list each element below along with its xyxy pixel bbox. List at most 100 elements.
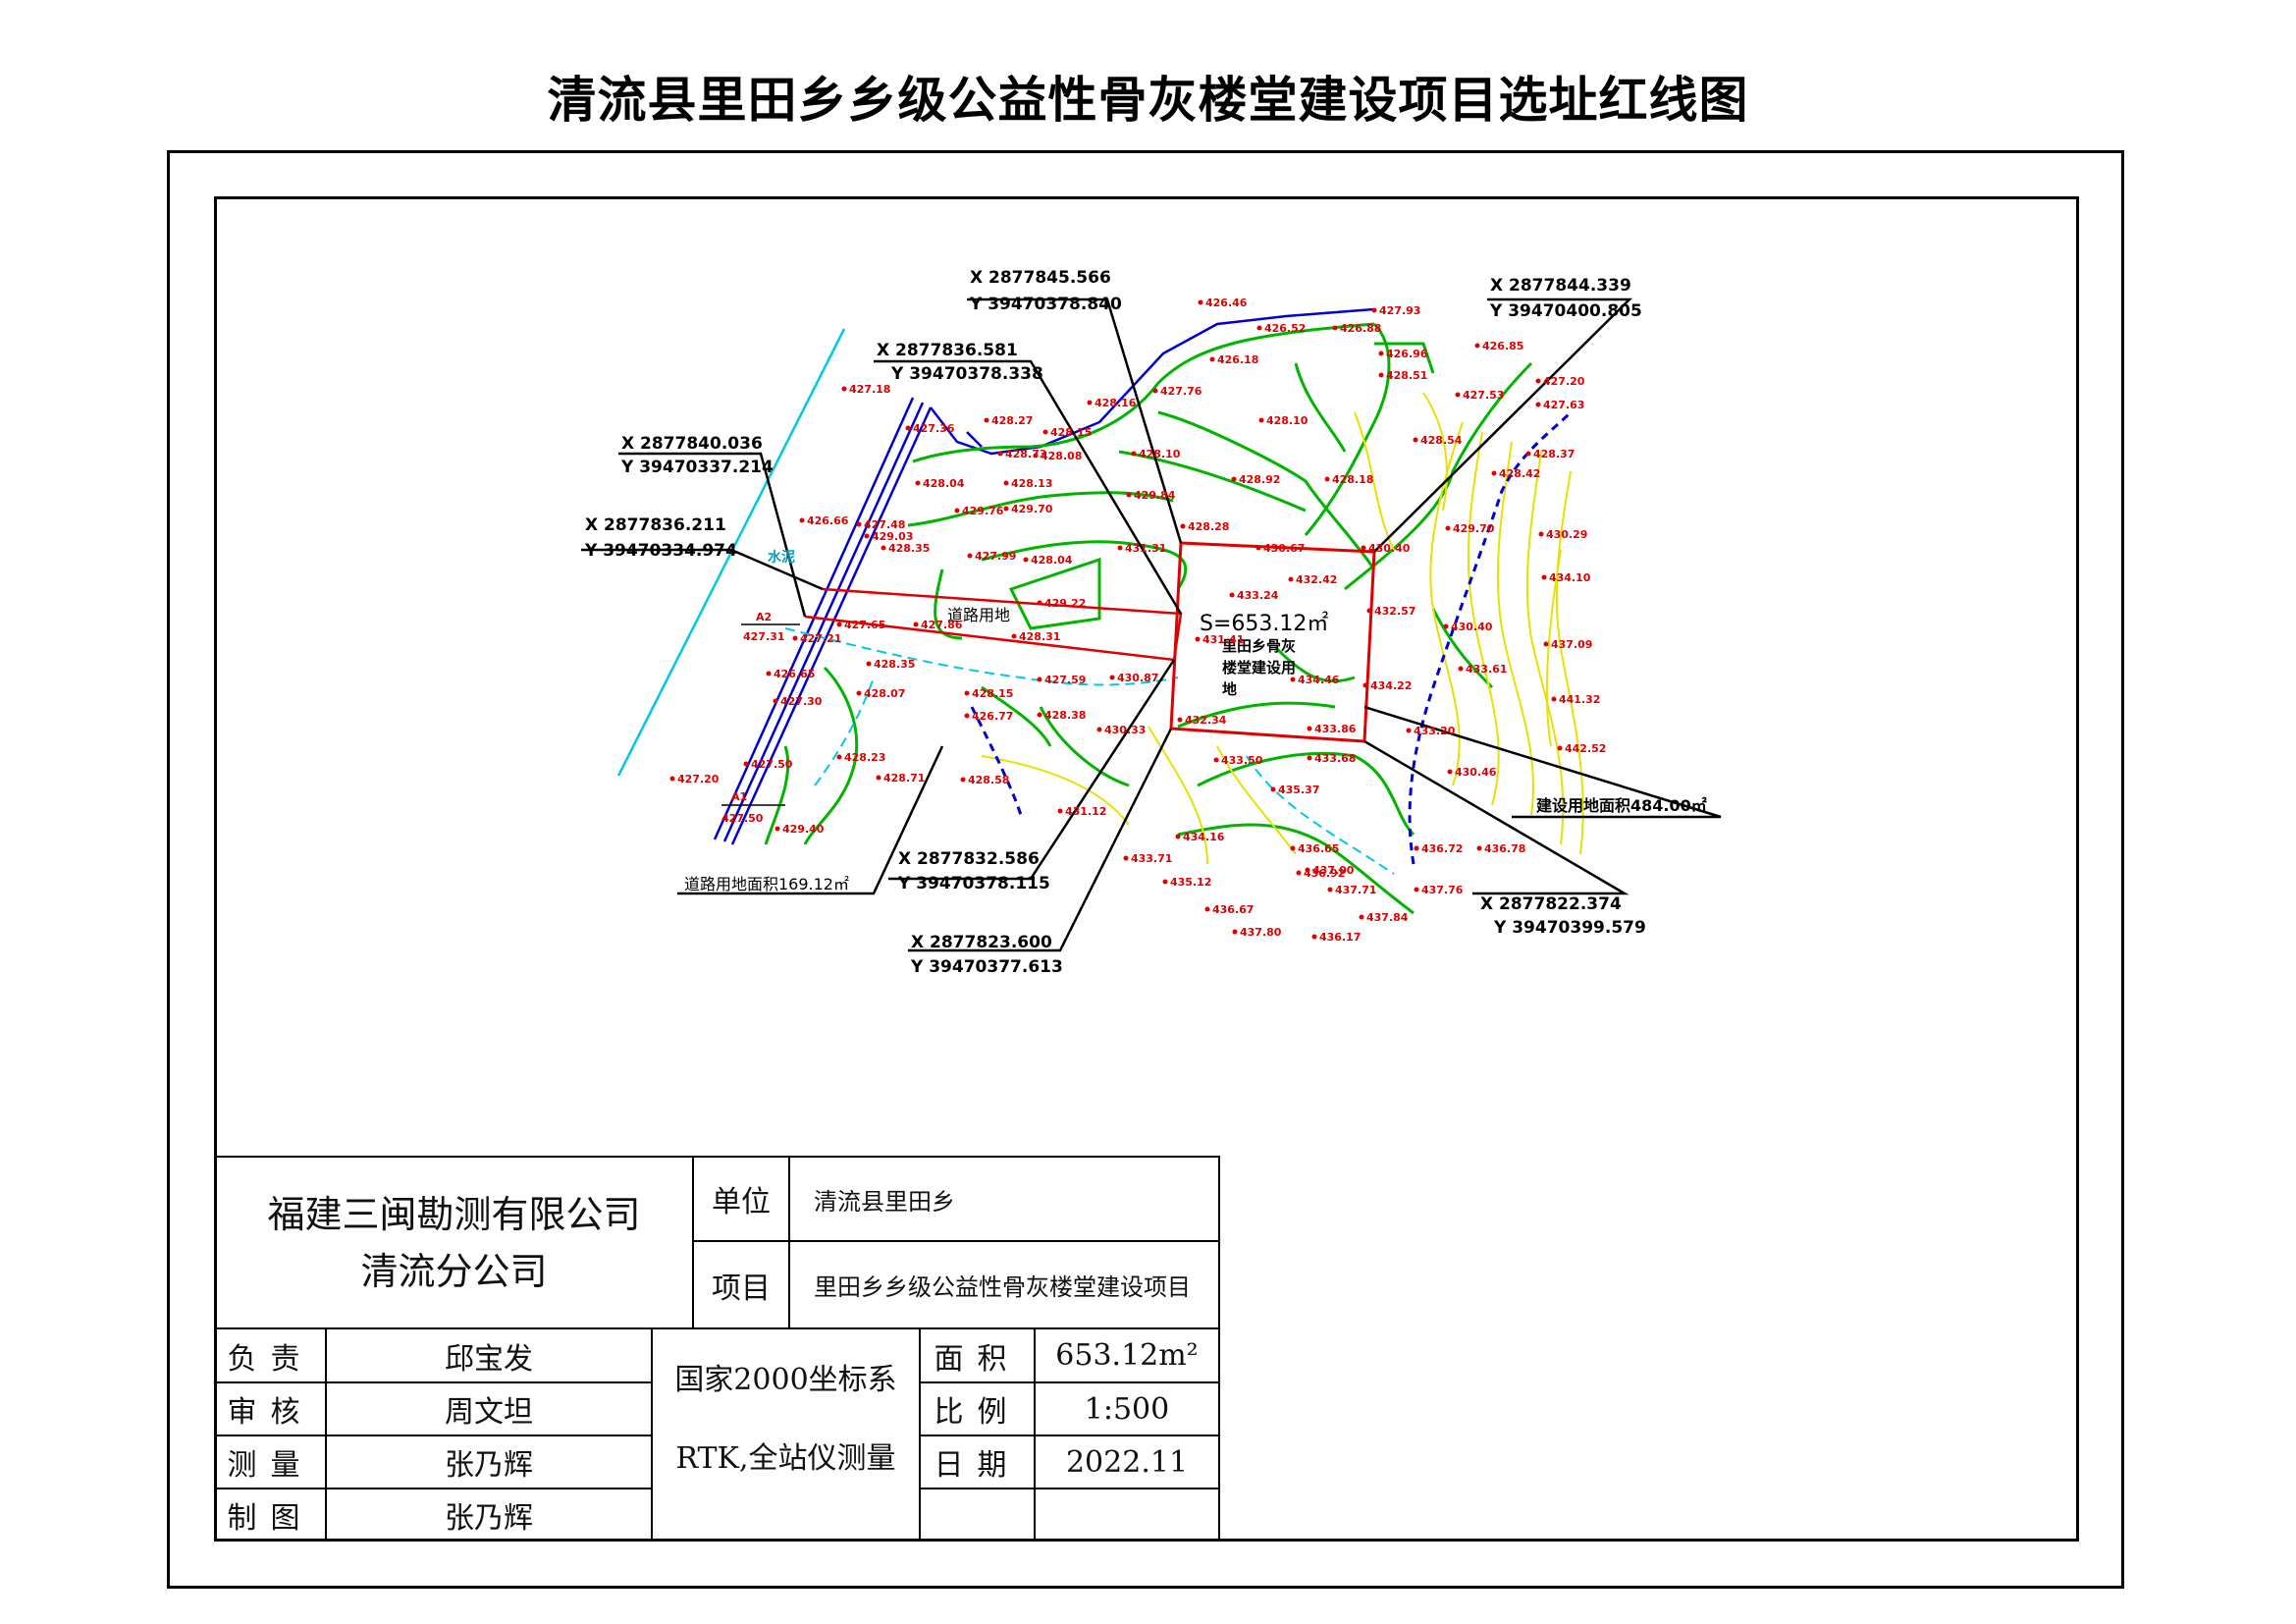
elevation-point-marker bbox=[1213, 757, 1219, 763]
role-label: 制图 bbox=[227, 1500, 314, 1536]
elevation-label: 433.50 bbox=[1221, 754, 1263, 767]
coord-label-x: X 2877836.581 bbox=[877, 341, 1018, 360]
elevation-label: 437.00 bbox=[1312, 864, 1355, 877]
elevation-label: 437.76 bbox=[1421, 884, 1464, 896]
elevation-label: 432.57 bbox=[1374, 605, 1415, 618]
elevation-point-marker bbox=[1180, 523, 1186, 529]
green-contours bbox=[764, 322, 1533, 915]
elevation-point-marker bbox=[1371, 307, 1377, 313]
road-area-label: 道路用地面积169.12㎡ bbox=[684, 875, 849, 893]
road-land-label: 道路用地 bbox=[947, 606, 1010, 624]
role-name: 周文坦 bbox=[445, 1395, 533, 1430]
elevation-label: 429.03 bbox=[872, 530, 913, 543]
elevation-label: 428.35 bbox=[874, 658, 915, 671]
elevation-label: 434.16 bbox=[1183, 831, 1225, 843]
coord-label-x: X 2877840.036 bbox=[621, 434, 763, 454]
coordinate-system: 国家2000坐标系 bbox=[674, 1363, 897, 1397]
elevation-point-marker bbox=[1255, 545, 1261, 551]
elevation-label: 430.40 bbox=[1368, 542, 1411, 555]
elevation-label: 426.46 bbox=[1205, 297, 1248, 309]
elevation-point-marker bbox=[773, 698, 778, 704]
elevation-label: 436.65 bbox=[1298, 842, 1339, 855]
site-label-line: 楼堂建设用 bbox=[1222, 659, 1296, 677]
elevation-label: 436.78 bbox=[1484, 842, 1525, 855]
elevation-label: 431.12 bbox=[1065, 805, 1106, 818]
elevation-point-marker bbox=[1543, 641, 1549, 647]
elevation-label: 428.07 bbox=[864, 687, 905, 700]
role-name: 邱宝发 bbox=[445, 1341, 533, 1377]
elevation-point-marker bbox=[913, 622, 919, 627]
site-label-line: 地 bbox=[1222, 680, 1237, 698]
area-value: 653.12m² bbox=[1055, 1338, 1199, 1373]
elevation-point-marker bbox=[1087, 400, 1093, 406]
elevation-label: 429.76 bbox=[962, 505, 1004, 517]
coord-label-y: Y 39470400.805 bbox=[1489, 301, 1642, 321]
elevation-point-marker bbox=[984, 417, 989, 423]
scale-label: 比例 bbox=[934, 1395, 1021, 1430]
project-value: 里田乡乡级公益性骨灰楼堂建设项目 bbox=[814, 1273, 1191, 1301]
elevation-point-marker bbox=[1458, 666, 1464, 672]
point-a2: A2 bbox=[756, 611, 772, 623]
coord-label-y: Y 39470377.613 bbox=[910, 957, 1063, 977]
elevation-label: 433.61 bbox=[1466, 663, 1507, 676]
elevation-label: 435.37 bbox=[1278, 784, 1319, 796]
elevation-label: 429.70 bbox=[1011, 503, 1053, 515]
elevation-label: 436.17 bbox=[1319, 931, 1361, 944]
yellow-contours bbox=[981, 392, 1584, 865]
elevation-label: 428.15 bbox=[1050, 426, 1092, 439]
role-name: 张乃辉 bbox=[445, 1448, 533, 1483]
elevation-label: 433.24 bbox=[1237, 589, 1279, 602]
elevation-label: 429.84 bbox=[1134, 489, 1176, 502]
elevation-label: 433.20 bbox=[1414, 725, 1456, 737]
elevation-point-marker bbox=[774, 826, 780, 832]
elevation-point-marker bbox=[1195, 636, 1201, 642]
elevation-label: 432.42 bbox=[1296, 573, 1337, 586]
elevation-point-marker bbox=[1270, 786, 1276, 792]
elevation-label: 434.22 bbox=[1370, 679, 1412, 692]
elevation-point-marker bbox=[1023, 557, 1029, 563]
elevation-point-marker bbox=[1443, 623, 1449, 629]
elevation-point-marker bbox=[1307, 755, 1312, 761]
road-land-boundary bbox=[804, 587, 1183, 662]
elevation-label: 428.38 bbox=[1044, 709, 1086, 722]
elevation-point-marker bbox=[1557, 745, 1563, 751]
elevation-point-marker bbox=[1231, 476, 1237, 482]
elevation-point-marker bbox=[856, 521, 862, 527]
elevation-label: 428.71 bbox=[883, 772, 925, 785]
a1-elevation: 427.50 bbox=[721, 812, 764, 825]
elevation-label: 427.50 bbox=[751, 758, 793, 771]
elevation-point-marker bbox=[1305, 867, 1310, 873]
elevation-point-marker bbox=[1378, 372, 1384, 378]
elevation-label: 428.15 bbox=[972, 687, 1013, 700]
elevation-point-marker bbox=[766, 671, 772, 677]
coordinate-labels: X 2877845.566 Y 39470378.840 X 2877844.3… bbox=[584, 268, 1646, 977]
point-a1: A1 bbox=[731, 790, 747, 803]
elevation-label: 428.04 bbox=[1031, 554, 1073, 567]
elevation-point-marker bbox=[864, 533, 870, 539]
elevation-point-marker bbox=[1447, 769, 1453, 775]
elevation-point-marker bbox=[856, 690, 862, 696]
elevation-label: 429.22 bbox=[1044, 597, 1086, 610]
elevation-point-marker bbox=[1288, 576, 1294, 582]
elevation-label: 433.86 bbox=[1314, 723, 1357, 735]
elevation-label: 426.85 bbox=[1482, 340, 1523, 352]
elevation-label: 437.71 bbox=[1335, 884, 1376, 896]
canal-edge-line bbox=[616, 328, 846, 777]
elevation-point-marker bbox=[1290, 845, 1296, 851]
elevation-point-marker bbox=[1175, 834, 1181, 839]
elevation-point-marker bbox=[841, 386, 847, 392]
elevation-label: 433.68 bbox=[1314, 752, 1356, 765]
leader-lines bbox=[581, 298, 1722, 952]
elevation-label: 427.20 bbox=[1543, 375, 1585, 388]
elevation-point-marker bbox=[1162, 879, 1168, 885]
coord-label-y: Y 39470378.840 bbox=[969, 295, 1122, 314]
elevation-label: 428.35 bbox=[888, 542, 930, 555]
elevation-point-marker bbox=[866, 661, 872, 667]
elevation-point-marker bbox=[1198, 299, 1203, 305]
elevation-point-marker bbox=[960, 777, 966, 783]
elevation-point-marker bbox=[1541, 574, 1547, 580]
elevation-point-marker bbox=[964, 690, 970, 696]
elevation-point-marker bbox=[1406, 728, 1412, 733]
elevation-label: 427.63 bbox=[1543, 399, 1584, 411]
site-label-line: 里田乡骨灰 bbox=[1222, 637, 1296, 655]
